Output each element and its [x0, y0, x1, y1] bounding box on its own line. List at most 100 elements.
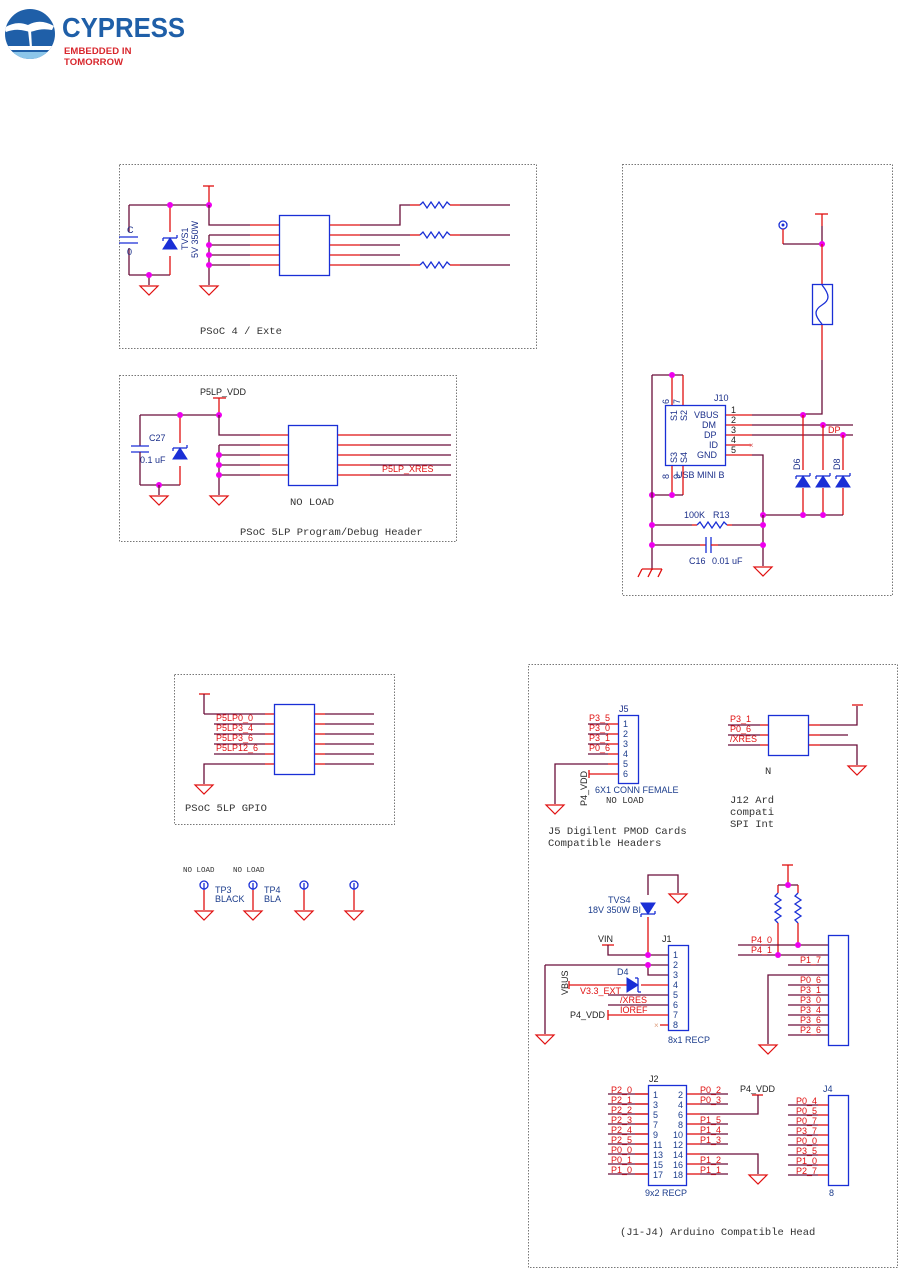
svg-text:Compatible Headers: Compatible Headers: [548, 838, 661, 850]
pin-number: 5: [653, 1110, 658, 1120]
cap-value: 0.1 uF: [140, 455, 166, 465]
svg-text:DP: DP: [704, 430, 717, 440]
net-xres: P5LP_XRES: [382, 464, 434, 474]
svg-text:6: 6: [623, 769, 628, 779]
net-label: P0_2: [700, 1085, 721, 1095]
svg-text:D4: D4: [617, 967, 629, 977]
usb-block: J10 USB MINI B 6 7 S1 S2 S3 S4 8 9 VBUS …: [622, 164, 893, 596]
svg-text:GND: GND: [697, 450, 718, 460]
j5-pmod-connector: J5 P3_5 P3_0 P3_1 P0_6 1 2 3 4 5 6 P4_VD…: [545, 704, 687, 850]
cap-value: 0: [127, 247, 132, 257]
psoc5lp-gpio-block: P5LP0_0 P5LP3_4 P5LP3_6 P5LP12_6 PSoC 5L…: [174, 674, 395, 825]
svg-text:P5LP3_6: P5LP3_6: [216, 733, 253, 743]
connector-type: USB MINI B: [676, 470, 725, 480]
net-label: P1_3: [700, 1135, 721, 1145]
brand-name: CYPRESS: [62, 12, 186, 43]
svg-text:P4_0: P4_0: [751, 935, 772, 945]
pin-number: 17: [653, 1170, 663, 1180]
svg-text:ID: ID: [709, 440, 719, 450]
cap-ref: C: [127, 225, 134, 235]
net-label: P2_3: [611, 1115, 632, 1125]
svg-text:P3_6: P3_6: [800, 1015, 821, 1025]
svg-text:J5 Digilent PMOD Cards: J5 Digilent PMOD Cards: [548, 826, 687, 838]
svg-text:TVS4: TVS4: [608, 895, 631, 905]
j12-spi-connector: P3_1 P0_6 /XRES N J12 Ard compati SPI In…: [728, 704, 867, 831]
svg-text:3: 3: [673, 970, 678, 980]
net-label: P2_1: [611, 1095, 632, 1105]
block-frame: [119, 164, 537, 349]
usb-mini-b-connector: [664, 404, 727, 467]
svg-text:V3.3_EXT: V3.3_EXT: [580, 986, 622, 996]
resistor-value: 100K: [684, 510, 705, 520]
pin-number: 8: [678, 1120, 683, 1130]
net-label: P0_5: [796, 1106, 817, 1116]
svg-text:3: 3: [623, 739, 628, 749]
svg-text:TP3: TP3: [215, 885, 232, 895]
net-label: P2_5: [611, 1135, 632, 1145]
cap-ref: C16: [689, 556, 706, 566]
net-label: P1_5: [700, 1115, 721, 1125]
net-label: P0_7: [796, 1116, 817, 1126]
svg-text:NO LOAD: NO LOAD: [233, 867, 265, 875]
svg-text:1: 1: [623, 719, 628, 729]
tree-globe-icon: [5, 9, 55, 59]
svg-text:P3_4: P3_4: [800, 1005, 821, 1015]
svg-text:4: 4: [731, 435, 736, 445]
svg-text:J5: J5: [619, 704, 629, 714]
svg-text:7: 7: [673, 1010, 678, 1020]
svg-text:BLACK: BLACK: [215, 894, 245, 904]
svg-text:S2: S2: [679, 410, 689, 421]
pin-number: 14: [673, 1150, 683, 1160]
svg-text:J12 Ard: J12 Ard: [730, 795, 774, 807]
svg-text:18V 350W BI: 18V 350W BI: [588, 905, 641, 915]
net-label: P1_4: [700, 1125, 721, 1135]
esd-diode-icon: [815, 472, 831, 488]
net-label: P2_4: [611, 1125, 632, 1135]
j3-digital-header: P4_0 P4_1 P1_7 P0_6 P3_1 P3_0 P3_4 P3_6 …: [738, 864, 850, 1055]
svg-text:BLA: BLA: [264, 894, 281, 904]
svg-text:2: 2: [673, 960, 678, 970]
svg-text:P5LP3_4: P5LP3_4: [216, 723, 253, 733]
pin-number: 2: [678, 1090, 683, 1100]
svg-text:P3_0: P3_0: [589, 723, 610, 733]
svg-text:P4_VDD: P4_VDD: [570, 1010, 606, 1020]
diode-icon: [172, 444, 188, 460]
cap-value: 0.01 uF: [712, 556, 743, 566]
svg-text:8x1 RECP: 8x1 RECP: [668, 1035, 710, 1045]
net-label: P1_1: [700, 1165, 721, 1175]
net-label: P0_3: [700, 1095, 721, 1105]
psoc5lp-debug-block: P5LP_VDD C27 0.1 uF P5LP_XRES NO LOAD PS…: [119, 375, 457, 542]
block-title: PSoC 4 / Exte: [200, 326, 282, 338]
tvs-diode-icon: [162, 234, 178, 250]
ground-icon: [747, 1174, 769, 1185]
connector-type: 9x2 RECP: [645, 1188, 687, 1198]
svg-text:P2_6: P2_6: [800, 1025, 821, 1035]
net-label: P3_7: [796, 1126, 817, 1136]
fuse-icon: [811, 283, 834, 326]
connector-body: [647, 1084, 688, 1187]
pin-number: 16: [673, 1160, 683, 1170]
svg-text:3: 3: [731, 425, 736, 435]
svg-text:TP4: TP4: [264, 885, 281, 895]
net-label: P1_0: [611, 1165, 632, 1175]
svg-text:SPI Int: SPI Int: [730, 819, 774, 831]
svg-text:8: 8: [661, 474, 671, 479]
psoc4-header-block: C 0 TVS1 5V 350W PSoC 4 / Exte: [119, 164, 537, 349]
svg-text:×: ×: [749, 441, 754, 450]
svg-text:P3_1: P3_1: [589, 733, 610, 743]
test-point-tp4: [243, 880, 263, 921]
svg-text:2: 2: [731, 415, 736, 425]
svg-text:P0_6: P0_6: [589, 743, 610, 753]
resistor-ref: R13: [713, 510, 730, 520]
net-label: P1_0: [796, 1156, 817, 1166]
svg-text:S1: S1: [669, 410, 679, 421]
svg-text:8: 8: [673, 1020, 678, 1030]
cypress-logo: CYPRESS EMBEDDED IN TOMORROW: [0, 8, 190, 68]
svg-text:6: 6: [661, 399, 671, 404]
svg-text:1: 1: [673, 950, 678, 960]
pin-number: 10: [673, 1130, 683, 1140]
svg-text:/XRES: /XRES: [620, 995, 647, 1005]
svg-text:7: 7: [672, 399, 682, 404]
svg-text:P0_6: P0_6: [800, 975, 821, 985]
